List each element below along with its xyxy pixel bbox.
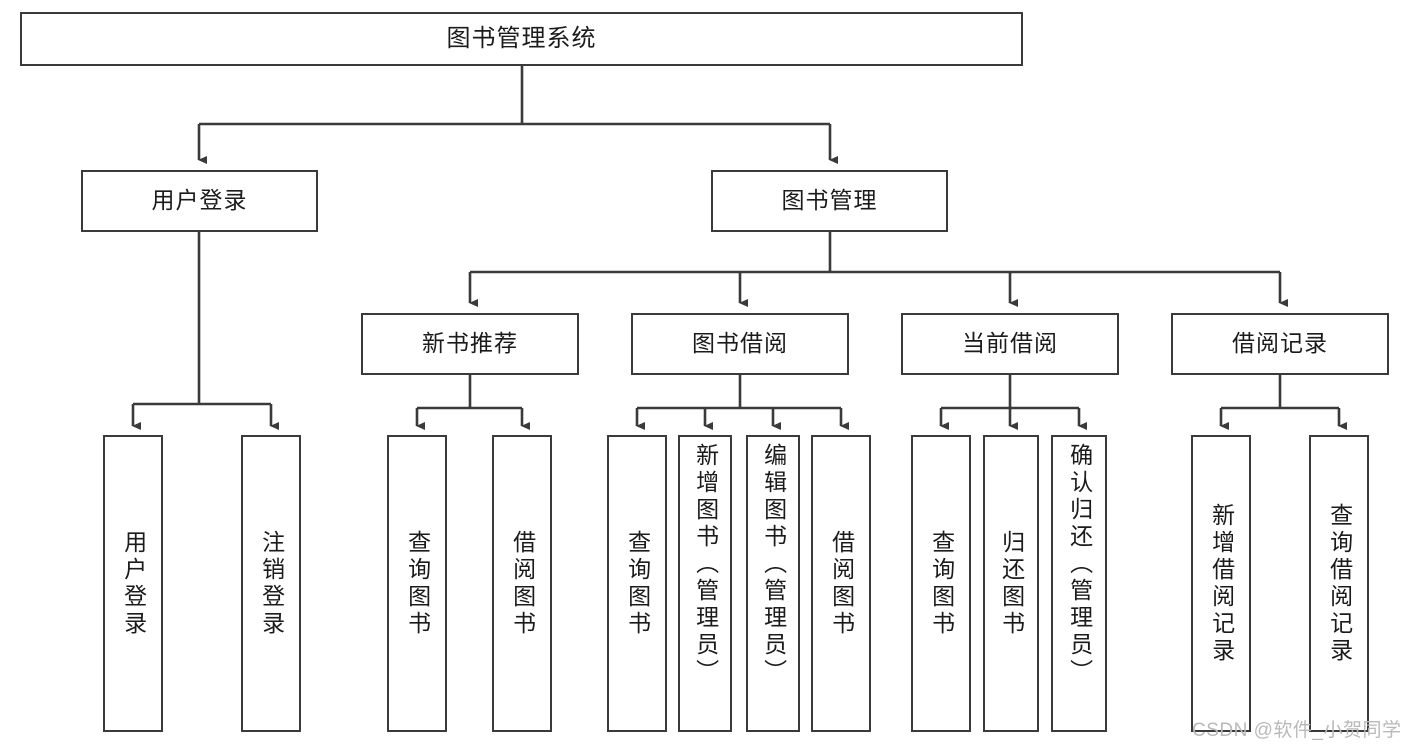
leaf-label: 查询借阅记录 bbox=[1326, 502, 1353, 665]
leaf-label: 查询图书 bbox=[404, 529, 431, 638]
csdn-watermark: CSDN @软件_小贺同学 bbox=[1192, 720, 1402, 741]
leaf-record-add-record[interactable]: 新增借阅记录 bbox=[1191, 435, 1251, 732]
node-label: 当前借阅 bbox=[962, 330, 1058, 357]
node-label: 图书借阅 bbox=[692, 330, 788, 357]
leaf-current-return-book[interactable]: 归还图书 bbox=[983, 435, 1039, 732]
leaf-label: 新增图书（管理员） bbox=[692, 443, 719, 686]
node-label: 借阅记录 bbox=[1232, 330, 1328, 357]
node-label: 用户登录 bbox=[151, 187, 248, 214]
leaf-label: 查询图书 bbox=[624, 529, 651, 638]
leaf-current-query-book[interactable]: 查询图书 bbox=[911, 435, 971, 732]
node-label: 图书管理 bbox=[781, 187, 878, 214]
leaf-label: 借阅图书 bbox=[509, 529, 536, 638]
leaf-borrow-add-book-admin[interactable]: 新增图书（管理员） bbox=[678, 435, 732, 732]
leaf-label: 编辑图书（管理员） bbox=[760, 443, 787, 686]
leaf-label: 查询图书 bbox=[928, 529, 955, 638]
leaf-label: 用户登录 bbox=[120, 529, 147, 638]
leaf-label: 注销登录 bbox=[258, 529, 285, 638]
leaf-label: 确认归还（管理员） bbox=[1066, 443, 1093, 686]
leaf-label: 借阅图书 bbox=[828, 529, 855, 638]
leaf-borrow-query-book[interactable]: 查询图书 bbox=[607, 435, 667, 732]
leaf-label: 新增借阅记录 bbox=[1208, 502, 1235, 665]
node-root-system[interactable]: 图书管理系统 bbox=[20, 12, 1023, 66]
node-label: 图书管理系统 bbox=[446, 24, 597, 52]
node-label: 新书推荐 bbox=[422, 330, 518, 357]
leaf-label: 归还图书 bbox=[998, 529, 1025, 638]
node-book-management[interactable]: 图书管理 bbox=[711, 170, 948, 232]
node-new-book-recommend[interactable]: 新书推荐 bbox=[361, 313, 579, 375]
leaf-user-login-logout[interactable]: 注销登录 bbox=[241, 435, 301, 732]
node-user-login[interactable]: 用户登录 bbox=[81, 170, 318, 232]
leaf-borrow-borrow-book[interactable]: 借阅图书 bbox=[811, 435, 871, 732]
leaf-record-query-record[interactable]: 查询借阅记录 bbox=[1309, 435, 1369, 732]
leaf-current-confirm-return-admin[interactable]: 确认归还（管理员） bbox=[1051, 435, 1107, 732]
leaf-new-book-borrow[interactable]: 借阅图书 bbox=[492, 435, 552, 732]
node-current-borrow[interactable]: 当前借阅 bbox=[901, 313, 1119, 375]
leaf-borrow-edit-book-admin[interactable]: 编辑图书（管理员） bbox=[746, 435, 800, 732]
leaf-new-book-query[interactable]: 查询图书 bbox=[387, 435, 447, 732]
leaf-user-login-login[interactable]: 用户登录 bbox=[103, 435, 163, 732]
node-book-borrow[interactable]: 图书借阅 bbox=[631, 313, 849, 375]
node-borrow-record[interactable]: 借阅记录 bbox=[1171, 313, 1389, 375]
